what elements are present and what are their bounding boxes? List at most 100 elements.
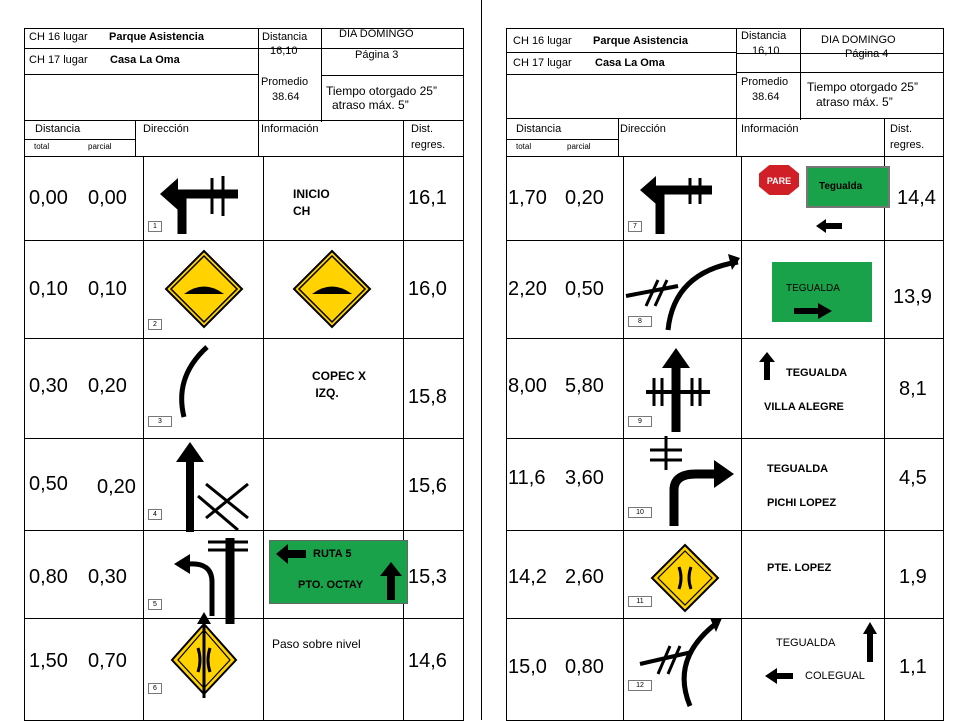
left-arrow-icon (765, 668, 793, 684)
ch17-place: Casa La Oma (110, 54, 180, 66)
row-number-box: 5 (148, 599, 162, 610)
curve-left-icon (179, 345, 209, 418)
up-arrow-icon (380, 562, 402, 600)
row-total: 0,00 (29, 187, 68, 209)
info-direction-1: TEGUALDA (776, 637, 836, 649)
keep-left-junction-icon (174, 538, 248, 624)
page-number: Página 4 (845, 48, 889, 60)
col-dist-regres-2: regres. (411, 139, 446, 151)
row-number-box: 4 (148, 509, 162, 520)
row-partial: 2,60 (565, 566, 604, 588)
row-regres: 8,1 (899, 378, 927, 400)
up-arrow-icon (863, 622, 877, 662)
row-regres: 15,3 (408, 566, 447, 588)
row-partial: 0,20 (88, 375, 127, 397)
right-arrow-icon (794, 303, 832, 319)
row-partial: 3,60 (565, 467, 604, 489)
info-start: INICIO CH (293, 187, 330, 218)
row-regres: 1,9 (899, 566, 927, 588)
distance-value: 16,10 (752, 45, 780, 57)
left-arrow-icon (816, 219, 842, 233)
row-number-box: 1 (148, 221, 162, 232)
info-direction-2: VILLA ALEGRE (764, 401, 844, 413)
max-delay: atraso máx. 5” (332, 98, 409, 112)
page-number: Página 3 (355, 49, 399, 61)
up-arrow-icon (759, 352, 775, 380)
col-partial: parcial (567, 142, 591, 151)
col-dist-regres-1: Dist. (890, 123, 912, 135)
row-regres: 13,9 (893, 286, 932, 308)
ch16-place: Parque Asistencia (109, 31, 204, 43)
row-number-box: 3 (148, 416, 172, 427)
row-regres: 14,4 (897, 187, 936, 209)
col-dist-regres-2: regres. (890, 139, 925, 151)
average-label: Promedio (261, 76, 309, 88)
route-sign-line1: RUTA 5 (313, 548, 352, 560)
info-bridge: PTE. LOPEZ (767, 562, 832, 574)
row-regres: 16,0 (408, 278, 447, 300)
row-partial: 0,70 (88, 650, 127, 672)
row-number-box: 7 (628, 221, 642, 232)
row-regres: 1,1 (899, 656, 927, 678)
row-total: 15,0 (508, 656, 547, 678)
info-direction-1: TEGUALDA (786, 367, 848, 379)
row-number-box: 6 (148, 683, 162, 694)
row-regres: 4,5 (899, 467, 927, 489)
row-regres: 16,1 (408, 187, 447, 209)
row-partial: 0,00 (88, 187, 127, 209)
col-partial: parcial (88, 142, 112, 151)
col-total: total (516, 142, 532, 151)
ch16-label: CH 16 lugar (29, 31, 88, 43)
row-total: 8,00 (508, 375, 547, 397)
row-total: 0,50 (29, 473, 68, 495)
col-distance: Distancia (516, 123, 562, 135)
row-number-box: 12 (628, 680, 652, 691)
ch17-label: CH 17 lugar (513, 57, 572, 69)
info-direction-1: TEGUALDA (767, 463, 829, 475)
col-direction: Dirección (143, 123, 189, 135)
row-partial: 0,20 (565, 187, 604, 209)
fork-left-railroad-icon (639, 618, 722, 707)
col-distance: Distancia (35, 123, 81, 135)
row-number-box: 8 (628, 316, 652, 327)
sign-text: TEGUALDA (786, 283, 840, 294)
row-number-box: 11 (628, 596, 652, 607)
row-total: 0,10 (29, 278, 68, 300)
stop-sign-icon: PARE (757, 163, 801, 197)
col-info: Información (741, 123, 799, 135)
turn-left-railroad-icon (640, 176, 712, 234)
row-number-box: 10 (628, 507, 652, 518)
info-direction-2: PICHI LOPEZ (767, 497, 837, 509)
ch17-place: Casa La Oma (595, 57, 665, 69)
row-partial: 5,80 (565, 375, 604, 397)
info-direction-2: COLEGUAL (805, 670, 865, 682)
sign-text: Tegualda (819, 181, 863, 192)
time-allowed: Tiempo otorgado 25” (807, 80, 918, 94)
turn-left-railroad-icon (160, 176, 238, 234)
distance-label: Distancia (741, 30, 787, 42)
row-regres: 14,6 (408, 650, 447, 672)
row-total: 2,20 (508, 278, 547, 300)
ch16-place: Parque Asistencia (593, 35, 688, 47)
info-copec: COPEC X IZQ. (312, 369, 367, 400)
distance-value: 16,10 (270, 45, 298, 57)
row-regres: 15,8 (408, 386, 447, 408)
ch16-label: CH 16 lugar (513, 35, 572, 47)
stop-sign-text: PARE (767, 176, 791, 186)
average-label: Promedio (741, 76, 789, 88)
col-direction: Dirección (620, 123, 666, 135)
fork-right-railroad-icon (625, 254, 740, 331)
row-number-box: 2 (148, 319, 162, 330)
day-label: DIA DOMINGO (821, 34, 896, 46)
average-value: 38.64 (272, 91, 300, 103)
day-label: DIA DOMINGO (339, 28, 414, 40)
route-sign-line2: PTO. OCTAY (298, 579, 364, 591)
row-total: 0,80 (29, 566, 68, 588)
col-total: total (34, 142, 50, 151)
speed-bump-sign-icon (292, 249, 372, 329)
straight-railroad-crossing-icon (646, 348, 710, 432)
speed-bump-sign-icon (164, 249, 244, 329)
row-total: 11,6 (508, 467, 546, 489)
narrow-bridge-sign-icon (650, 543, 720, 613)
narrow-bridge-sign-icon (170, 612, 238, 698)
